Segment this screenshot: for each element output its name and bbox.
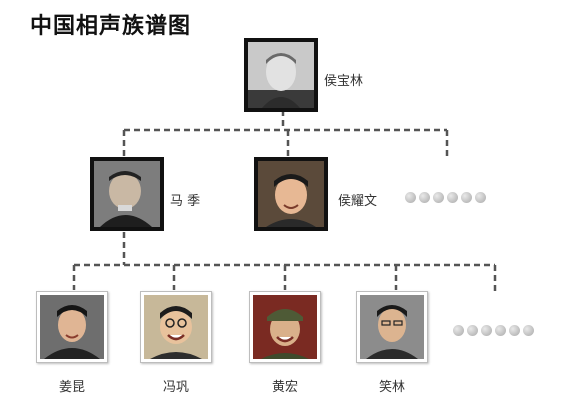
ellipsis-dots-icon: [405, 192, 486, 203]
portrait-photo-icon: [94, 161, 160, 227]
fenggong-name: 冯巩: [162, 380, 189, 395]
jiangkun-name: 姜昆: [58, 380, 85, 395]
portrait-photo-icon: [253, 295, 317, 359]
root-name: 侯宝林: [324, 74, 364, 89]
fenggong-portrait: [140, 291, 212, 363]
portrait-photo-icon: [144, 295, 208, 359]
root-portrait: [244, 38, 318, 112]
portrait-photo-icon: [360, 295, 424, 359]
houyaowen-portrait: [254, 157, 328, 231]
jiangkun-portrait: [36, 291, 108, 363]
ellipsis-dots-icon: [453, 325, 534, 336]
maji-name: 马 季: [170, 194, 201, 209]
huanghong-name: 黄宏: [271, 380, 298, 395]
portrait-photo-icon: [258, 161, 324, 227]
page-title: 中国相声族谱图: [30, 14, 192, 39]
portrait-photo-icon: [40, 295, 104, 359]
huanghong-portrait: [249, 291, 321, 363]
xiaolin-name: 笑林: [378, 380, 405, 395]
portrait-photo-icon: [248, 42, 314, 108]
maji-portrait: [90, 157, 164, 231]
houyaowen-name: 侯耀文: [338, 194, 378, 209]
xiaolin-portrait: [356, 291, 428, 363]
